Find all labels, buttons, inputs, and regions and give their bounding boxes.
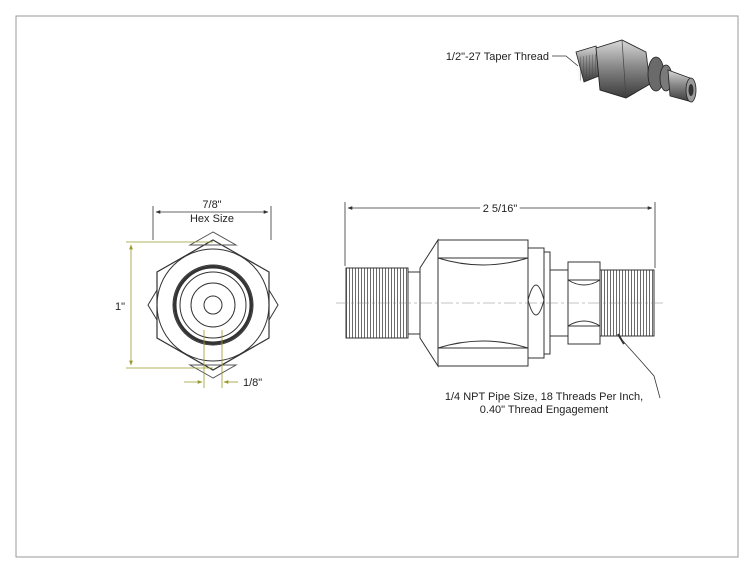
offset-dimension xyxy=(184,330,238,388)
overall-length-dimension xyxy=(344,202,656,268)
pipe-note-line2: 0.40" Thread Engagement xyxy=(480,404,608,416)
isometric-render xyxy=(552,39,697,103)
hex-size-label: Hex Size xyxy=(190,213,234,225)
sheet-border xyxy=(15,15,739,558)
offset-label: 1/8" xyxy=(243,377,262,389)
end-view xyxy=(147,231,279,379)
hex-width-label: 7/8" xyxy=(202,199,221,211)
side-view xyxy=(336,238,664,368)
pipe-note-leader xyxy=(621,339,661,399)
overall-length-label: 2 5/16" xyxy=(483,203,518,215)
height-dimension xyxy=(126,241,213,369)
pipe-note-line1: 1/4 NPT Pipe Size, 18 Threads Per Inch, xyxy=(445,391,643,403)
height-label: 1" xyxy=(115,301,125,313)
taper-thread-label: 1/2"-27 Taper Thread xyxy=(446,51,549,63)
hex-width-dimension xyxy=(152,206,272,240)
